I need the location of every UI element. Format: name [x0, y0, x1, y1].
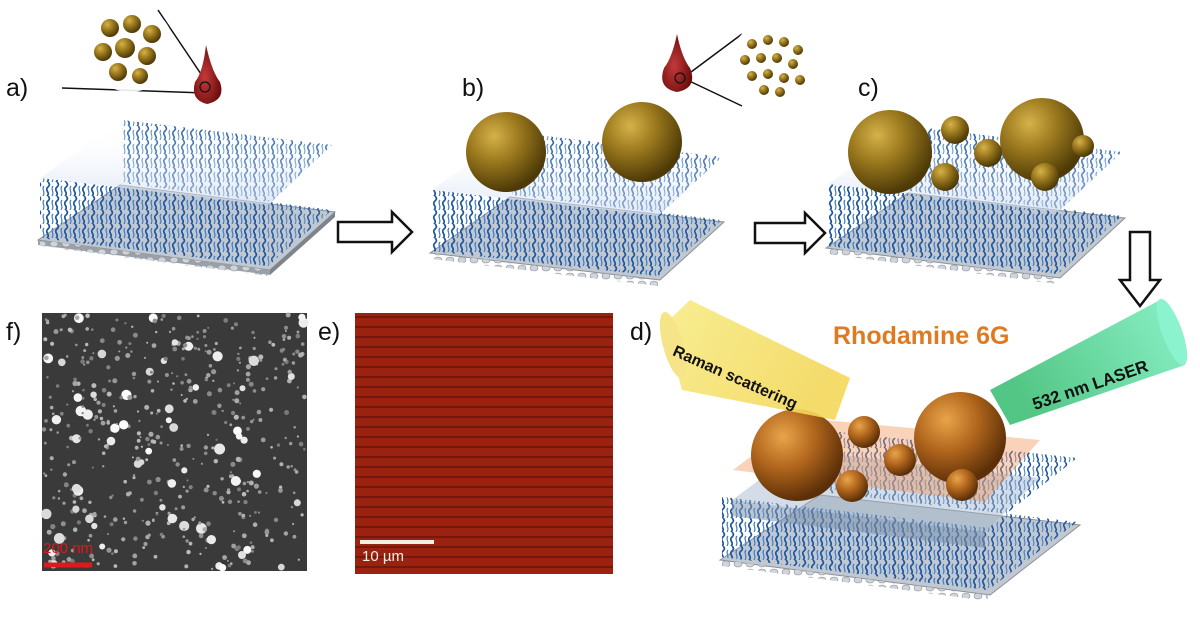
- droplet-a-icon: [61, 9, 222, 104]
- gold-particle: [1072, 135, 1094, 157]
- panel-label-c: c): [858, 74, 879, 102]
- gold-particle: [602, 102, 682, 182]
- arrow-a-to-b-icon: [336, 208, 414, 256]
- rhodamine-label: Rhodamine 6G: [833, 322, 1010, 350]
- laser-beam: [990, 298, 1188, 425]
- arrow-b-to-c-icon: [753, 209, 827, 257]
- panel-a-substrate: [36, 120, 337, 276]
- raman-scattering-beam: [659, 300, 850, 420]
- panel-label-e: e): [318, 318, 341, 346]
- panel-label-b: b): [462, 74, 485, 102]
- sem-image: [41, 312, 309, 572]
- sem-scale-label: 200 nm: [43, 540, 94, 557]
- panel-label-f: f): [6, 318, 22, 346]
- raman-map: [355, 313, 613, 574]
- panel-c-substrate: [824, 98, 1127, 284]
- gold-particle: [941, 116, 969, 144]
- gold-particle: [1031, 163, 1059, 191]
- panel-label-d: d): [630, 318, 653, 346]
- gold-particle: [931, 163, 959, 191]
- arrow-c-to-d-icon: [1117, 230, 1163, 309]
- nanoparticle-inset-a: [86, 4, 174, 92]
- raman-map-scale-label: 10 µm: [362, 548, 404, 565]
- gold-particle: [848, 110, 932, 194]
- gold-particle: [974, 139, 1002, 167]
- panel-label-a: a): [6, 74, 29, 102]
- gold-particle: [1000, 98, 1084, 182]
- nanoparticle-inset-b: [730, 20, 818, 108]
- panel-b-substrate: [428, 102, 726, 286]
- gold-particle: [466, 112, 546, 192]
- droplet-b-icon: [662, 33, 743, 107]
- panel-d-particles: [751, 392, 1006, 502]
